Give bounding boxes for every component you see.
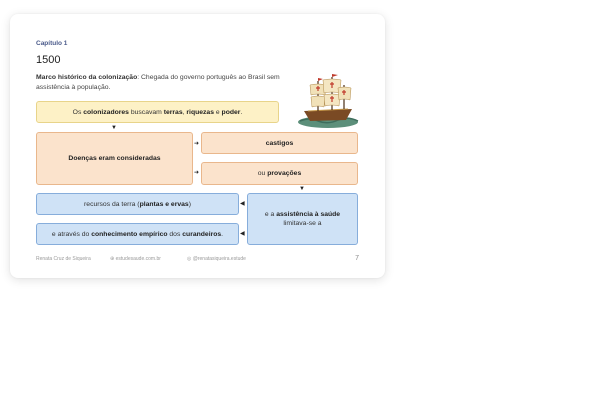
- arrow-down-icon: ▼: [111, 125, 117, 131]
- caravel-ship-icon: [298, 74, 359, 128]
- diseases-box: Doenças eram consideradas: [36, 132, 193, 185]
- intro-text: : Chegada do governo português ao Brasil…: [36, 74, 280, 91]
- intro-paragraph: Marco histórico da colonização: Chegada …: [36, 73, 286, 92]
- knowledge-box: e através do conhecimento empírico dos c…: [36, 223, 239, 245]
- resources-box: recursos da terra (plantas e ervas): [36, 193, 239, 215]
- intro-bold: Marco histórico da colonização: [36, 74, 138, 81]
- diseases-text: Doenças eram consideradas: [68, 155, 161, 162]
- page-number: 7: [355, 255, 359, 262]
- arrow-left-icon: ◀: [240, 201, 245, 207]
- page-title: 1500: [36, 54, 61, 66]
- punishments-text: castigos: [265, 139, 294, 147]
- resources-text: recursos da terra (plantas e ervas): [84, 200, 191, 208]
- arrow-left-icon: ◀: [240, 231, 245, 237]
- colonizers-box: Os colonizadores buscavam terras, riquez…: [36, 101, 279, 123]
- arrow-down-icon: ▼: [299, 186, 305, 192]
- footer-author: Renata Cruz de Siqueira: [36, 256, 91, 262]
- arrow-right-icon: ➜: [194, 141, 200, 147]
- arrow-right-icon: ➜: [194, 170, 200, 176]
- punishments-box: castigos: [201, 132, 358, 154]
- footer-instagram: ◎ @renatasiqueira.estude: [187, 256, 246, 262]
- knowledge-text: e através do conhecimento empírico dos c…: [51, 230, 224, 238]
- chapter-label: Capítulo 1: [36, 40, 68, 47]
- trials-box: ou provações: [201, 162, 358, 185]
- health-text: e a assistência à saúde limitava-se a: [264, 211, 341, 227]
- globe-icon: ⊕: [110, 256, 115, 262]
- trials-text: ou provações: [257, 170, 302, 177]
- footer-site: ⊕ estudesaude.com.br: [110, 256, 161, 262]
- health-box: e a assistência à saúde limitava-se a: [247, 193, 358, 245]
- colonizers-text: Os colonizadores buscavam terras, riquez…: [72, 108, 243, 116]
- document-page: Capítulo 1 1500 Marco histórico da colon…: [10, 14, 385, 278]
- footer-instagram-link[interactable]: @renatasiqueira.estude: [192, 256, 246, 262]
- instagram-icon: ◎: [187, 256, 192, 262]
- footer-site-link[interactable]: estudesaude.com.br: [115, 256, 161, 262]
